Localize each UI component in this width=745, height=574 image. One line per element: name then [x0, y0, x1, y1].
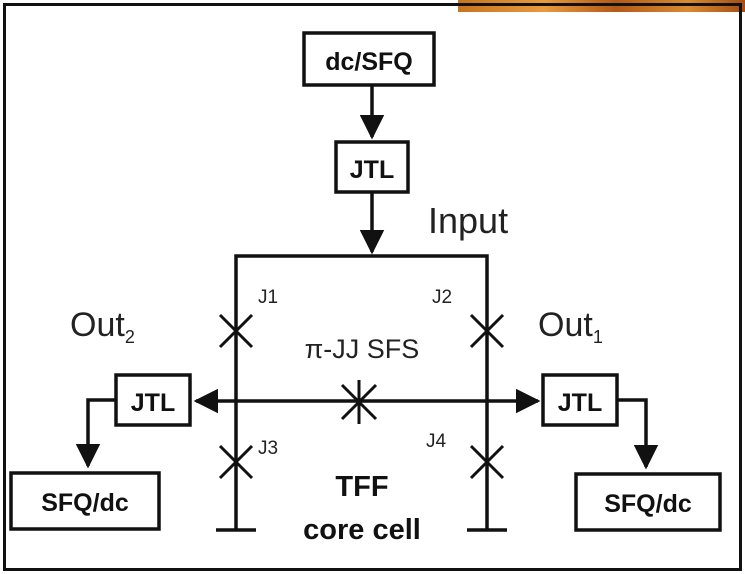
jtl-top-label: JTL — [350, 156, 394, 184]
pi-jj-sfs-label: π-JJ SFS — [305, 334, 420, 364]
pi-junction-symbol — [340, 380, 378, 424]
junction-j2-label: J2 — [432, 287, 452, 308]
sfqdc-left-block — [9, 471, 161, 531]
core-cell-loop — [234, 254, 489, 530]
out2-label: Out2 — [70, 306, 135, 347]
input-label: Input — [428, 200, 508, 241]
jtl-left-label: JTL — [131, 389, 175, 417]
junction-j2-symbol — [469, 313, 505, 349]
core-cell-label: core cell — [303, 514, 421, 546]
sfqdc-left-label: SFQ/dc — [41, 489, 129, 517]
junction-j3-label: J3 — [258, 438, 278, 459]
jtl-left-block — [114, 373, 192, 427]
jtl-right-label: JTL — [558, 389, 602, 417]
dcsfq-block — [302, 31, 436, 87]
out1-label: Out1 — [538, 306, 603, 347]
figure-frame — [3, 3, 742, 571]
sfqdc-right-label: SFQ/dc — [604, 490, 692, 518]
dcsfq-label: dc/SFQ — [325, 48, 413, 76]
junction-j4-label: J4 — [426, 431, 447, 452]
arrow-jtl-right-to-sfqdc — [617, 398, 659, 470]
junction-j3-symbol — [218, 444, 254, 480]
arrow-jtl-left-to-sfqdc — [75, 398, 116, 469]
junction-j1-label: J1 — [258, 287, 278, 308]
junction-j1-symbol — [218, 313, 254, 349]
junction-j4-symbol — [469, 444, 505, 480]
tff-label: TFF — [335, 471, 388, 503]
sfqdc-right-block — [574, 472, 722, 532]
